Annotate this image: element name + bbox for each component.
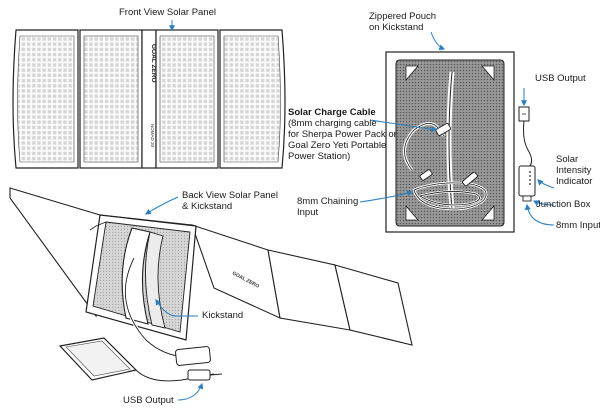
label-solar-intensity: Solar Intensity Indicator [556,154,592,187]
label-chaining-input: 8mm Chaining Input [297,196,358,218]
label-cable-title: Solar Charge Cable [288,107,376,118]
label-cable-desc-1: (8mm charging cable [288,118,377,129]
label-solar-intensity-line3: Indicator [556,176,593,187]
label-junction-box: Junction Box [536,199,591,210]
label-chaining-input-line2: Input [297,207,319,218]
phone-and-usb-connection [58,337,223,382]
label-cable-desc-3: Goal Zero Yeti Portable [288,140,387,151]
leader-arrows [144,20,555,401]
label-usb-output-bottom: USB Output [123,395,174,406]
panel-brand-text: GOAL ZERO [150,44,157,83]
label-back-view: Back View Solar Panel & Kickstand [182,190,278,212]
junction-box-assembly [518,106,536,202]
label-usb-output-top: USB Output [535,73,586,84]
zippered-pouch-panel [385,51,515,233]
back-view-panel: GOAL ZERO [9,187,413,359]
label-zippered-pouch-line2: on Kickstand [369,22,424,33]
label-solar-intensity-line2: Intensity [556,165,592,176]
label-zippered-pouch-line1: Zippered Pouch [369,11,437,22]
label-cable-desc-2: for Sherpa Power Pack or [288,129,397,140]
label-kickstand: Kickstand [202,310,244,321]
front-view-panel [12,29,286,169]
label-front-view: Front View Solar Panel [119,7,216,18]
label-8mm-input: 8mm Input [556,220,600,231]
label-cable-desc-4: Power Station) [288,151,351,162]
label-back-view-line2: & Kickstand [182,201,233,212]
label-zippered-pouch: Zippered Pouch on Kickstand [369,11,436,33]
label-solar-intensity-line1: Solar [556,154,579,165]
panel-model-text: NOMAD 20 [150,124,155,148]
label-chaining-input-line1: 8mm Chaining [297,196,359,207]
label-back-view-line1: Back View Solar Panel [182,190,278,201]
label-solar-charge-cable: Solar Charge Cable (8mm charging cable f… [288,107,397,162]
